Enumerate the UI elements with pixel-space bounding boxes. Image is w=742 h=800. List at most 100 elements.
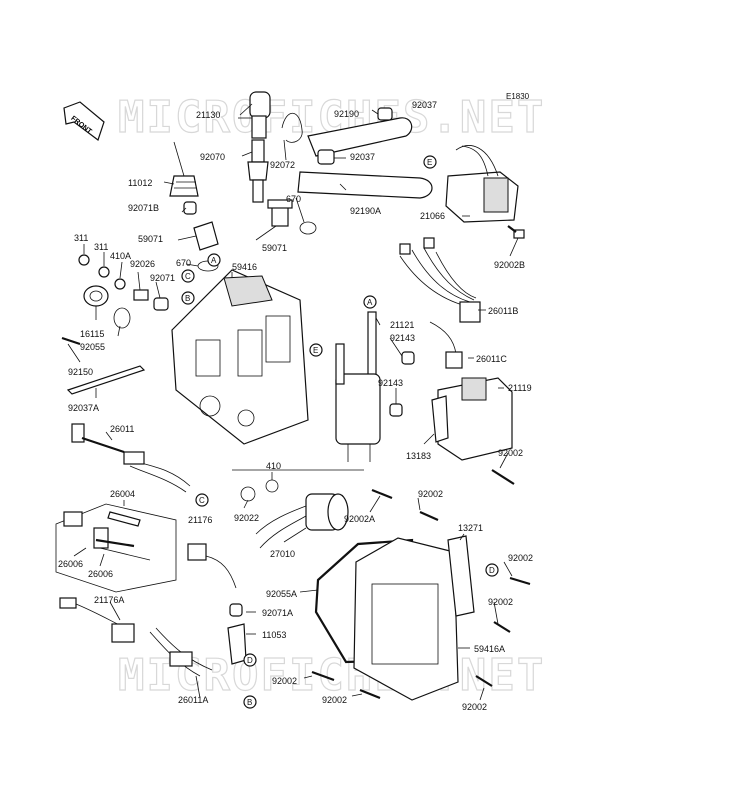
label-26006-a: 26006 [58, 559, 83, 569]
bracket-13183-icon [431, 395, 449, 443]
spark-plug-cap-icon [238, 91, 271, 139]
label-92037-mid: 92037 [350, 152, 375, 162]
callout-a-top: A [207, 253, 221, 267]
kit-26004-icon [55, 503, 177, 593]
hose-92190A-icon [297, 171, 433, 199]
callout-c-case: C [181, 269, 195, 283]
hose-92190-icon [307, 117, 413, 157]
callout-d-bracket: D [243, 653, 257, 667]
igniter-21119-icon [437, 377, 513, 461]
svg-text:C: C [199, 496, 205, 505]
harness-26011C-icon [429, 321, 463, 369]
label-59416A: 59416A [474, 644, 505, 654]
callout-e-regulator: E [423, 155, 437, 169]
cover-59416A-icon [353, 537, 459, 701]
svg-text:E: E [427, 158, 432, 167]
sensor-harness-26011-icon [71, 423, 191, 493]
label-311-a: 311 [74, 233, 88, 243]
label-92002-d: 92002 [488, 597, 513, 607]
ignition-coil-icon [335, 311, 381, 462]
label-21121: 21121 [390, 320, 414, 330]
label-92143-a: 92143 [390, 333, 415, 343]
damper-92143-b-icon [389, 403, 403, 417]
callout-e-case: E [309, 343, 323, 357]
label-311-b: 311 [94, 242, 108, 252]
o-ring-670-top-icon [299, 221, 317, 235]
label-26006-b: 26006 [88, 569, 113, 579]
svg-text:B: B [185, 294, 190, 303]
label-92002-a: 92002 [498, 448, 523, 458]
svg-text:A: A [211, 256, 217, 265]
label-92055A: 92055A [266, 589, 297, 599]
electric-case-59416-icon [171, 269, 309, 445]
label-21130: 21130 [196, 110, 220, 120]
svg-text:C: C [185, 272, 191, 281]
label-92037-top: 92037 [412, 100, 437, 110]
gland-16115-icon [83, 285, 109, 307]
grommet-92071-icon [153, 297, 169, 311]
fitting-59071-left-icon [193, 221, 219, 251]
bracket-13271-icon [447, 535, 475, 617]
label-92002-f: 92002 [322, 695, 347, 705]
label-21119: 21119 [508, 383, 532, 393]
bolt-92002-e-icon [311, 670, 335, 682]
bolt-92002-c-icon [509, 576, 531, 586]
label-26011A: 26011A [178, 695, 208, 705]
bolt-92150-icon [61, 336, 81, 346]
label-670-mid: 670 [176, 258, 191, 268]
fitting-59071-right-icon [267, 199, 293, 227]
label-13183: 13183 [406, 451, 431, 461]
label-27010: 27010 [270, 549, 295, 559]
label-410: 410 [266, 461, 281, 471]
clamp-92037-mid-icon [317, 149, 335, 165]
callout-b-bottom: B [243, 695, 257, 709]
harness-26011B-icon [399, 237, 481, 323]
label-21176A: 21176A [94, 595, 124, 605]
svg-text:A: A [367, 298, 373, 307]
label-410A: 410A [110, 251, 131, 261]
label-26004: 26004 [110, 489, 135, 499]
bolt-92002A-icon [371, 488, 393, 500]
nut-311-a-icon [78, 254, 90, 266]
grommet-92071B-icon [183, 201, 197, 215]
label-92150: 92150 [68, 367, 93, 377]
label-26011: 26011 [110, 424, 134, 434]
label-59071-right: 59071 [262, 243, 287, 253]
bolt-92002-b-icon [419, 510, 439, 522]
harness-26011A-icon [149, 627, 213, 677]
label-59416: 59416 [232, 262, 257, 272]
label-92071: 92071 [150, 273, 175, 283]
bolt-92002-g-icon [475, 675, 493, 687]
label-92190A: 92190A [350, 206, 381, 216]
label-92037A: 92037A [68, 403, 99, 413]
label-92002A: 92002A [344, 514, 375, 524]
label-26011C: 26011C [476, 354, 507, 364]
washer-92022-icon [240, 486, 256, 502]
sensor-21176A-icon [59, 597, 135, 643]
front-arrow-icon: FRONT [63, 101, 105, 141]
label-92055: 92055 [80, 342, 105, 352]
label-92022: 92022 [234, 513, 259, 523]
label-92002-e: 92002 [272, 676, 297, 686]
clamp-icon [281, 112, 303, 143]
svg-text:D: D [247, 656, 253, 665]
o-ring-92055-icon [113, 307, 131, 329]
callout-c-sensor: C [195, 493, 209, 507]
label-92143-b: 92143 [378, 378, 403, 388]
label-92026: 92026 [130, 259, 155, 269]
label-92072: 92072 [270, 160, 295, 170]
collar-92026-icon [133, 289, 149, 301]
callout-b-case: B [181, 291, 195, 305]
svg-text:D: D [489, 566, 495, 575]
callout-d-cover: D [485, 563, 499, 577]
label-92070: 92070 [200, 152, 225, 162]
label-11012: 11012 [128, 178, 152, 188]
label-21066: 21066 [420, 211, 445, 221]
svg-text:B: B [247, 698, 252, 707]
label-92071B: 92071B [128, 203, 159, 213]
bolt-92002-f-icon [359, 688, 381, 700]
label-92002-c: 92002 [508, 553, 533, 563]
leader-lines [67, 103, 519, 701]
label-21176: 21176 [188, 515, 212, 525]
label-670-top: 670 [286, 194, 301, 204]
